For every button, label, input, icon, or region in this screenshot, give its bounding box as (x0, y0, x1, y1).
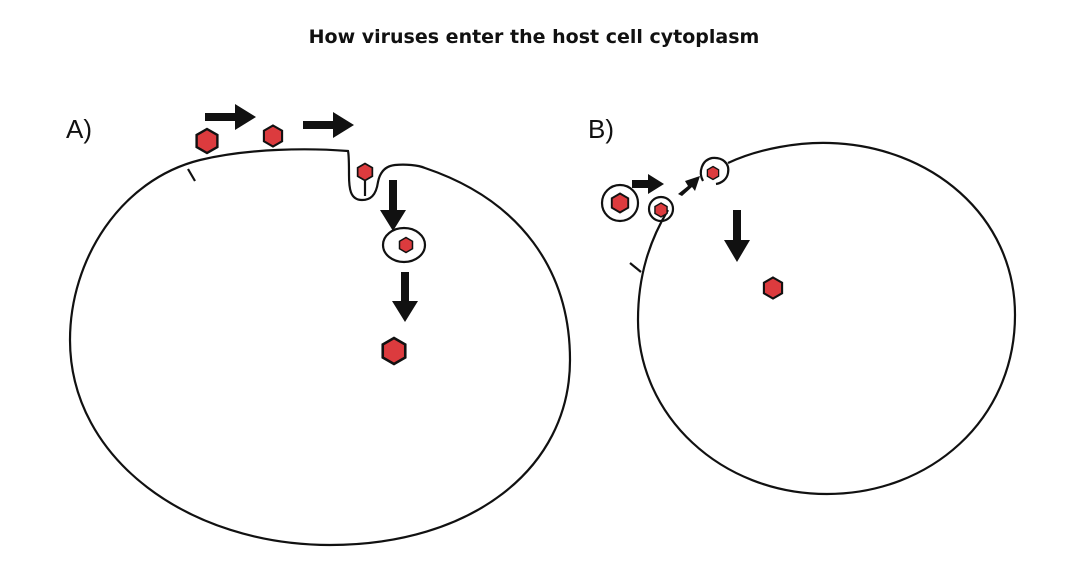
panel-b-arrows (632, 174, 750, 262)
arrow-icon (678, 176, 700, 196)
arrow-icon (380, 180, 406, 231)
cell-membrane (68, 148, 572, 547)
arrow-icon (632, 174, 664, 194)
arrow-icon (724, 210, 750, 262)
virus-icon (762, 276, 784, 300)
vesicle-icon (699, 156, 730, 186)
panel-b-label: B) (588, 114, 614, 144)
arrow-icon (303, 112, 354, 138)
virus-icon (654, 202, 668, 218)
membrane-marker (187, 168, 196, 182)
diagram-title: How viruses enter the host cell cytoplas… (308, 26, 760, 48)
arrow-icon (392, 272, 418, 322)
panel-a (68, 148, 572, 547)
vesicle-icon (600, 183, 640, 223)
virus-icon (195, 127, 219, 155)
cell-membrane (636, 141, 1017, 496)
virus-icon (398, 236, 414, 254)
panel-a-label: A) (66, 114, 92, 144)
panel-a-viruses (195, 124, 414, 366)
vesicle-icon (381, 226, 427, 264)
virus-icon (356, 162, 374, 182)
virus-icon (610, 192, 630, 214)
virus-icon (262, 124, 284, 148)
panel-b (600, 141, 1017, 496)
virus-icon (381, 336, 407, 366)
membrane-marker (629, 262, 642, 273)
panel-a-arrows (205, 104, 418, 322)
vesicle-icon (647, 195, 675, 223)
virus-icon (706, 165, 720, 181)
arrow-icon (205, 104, 256, 130)
